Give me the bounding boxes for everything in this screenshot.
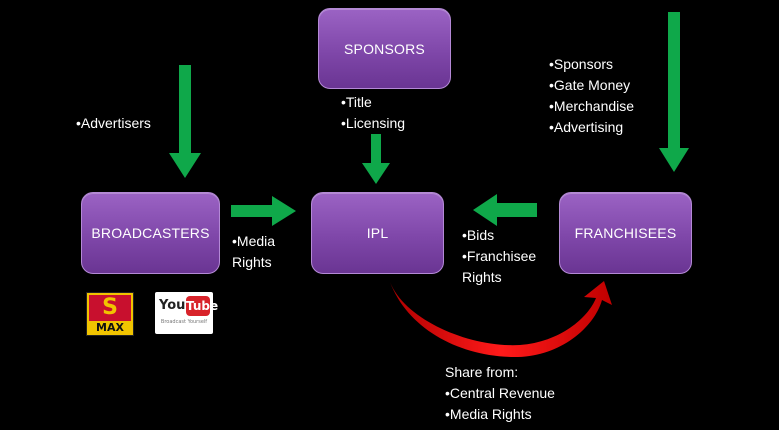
share-from-line: Share from: xyxy=(445,364,519,380)
bids-label: •Bids •Franchisee Rights xyxy=(462,225,536,288)
broadcasters-label: BROADCASTERS xyxy=(91,225,210,241)
sony-max-mark: S xyxy=(89,295,131,321)
share-label: Share from: •Central Revenue •Media Righ… xyxy=(445,362,555,425)
sponsors-line: •Sponsors xyxy=(549,56,614,72)
title-licensing-label: •Title •Licensing xyxy=(341,92,405,134)
youtube-logo: You Tube Broadcast Yourself xyxy=(155,292,218,334)
rights-line: Rights xyxy=(232,254,272,270)
gate-money-line: •Gate Money xyxy=(549,77,631,93)
franchisees-node: FRANCHISEES xyxy=(559,192,692,274)
franchise-revenue-label: •Sponsors •Gate Money •Merchandise •Adve… xyxy=(549,54,634,138)
advertising-line: •Advertising xyxy=(549,119,624,135)
youtube-tagline: Broadcast Yourself xyxy=(160,319,208,325)
title-line: •Title xyxy=(341,94,372,110)
advertisers-line: •Advertisers xyxy=(76,115,151,131)
ipl-node: IPL xyxy=(311,192,444,274)
arrow-sponsors-to-ipl xyxy=(362,134,390,184)
media-line: •Media xyxy=(232,233,276,249)
media-rights-label: •Media Rights xyxy=(232,231,275,273)
sony-max-logo: S MAX xyxy=(86,292,134,336)
bids-line: •Bids xyxy=(462,227,495,243)
arrow-ipl-share-to-franchisees xyxy=(390,281,612,358)
sponsors-node: SPONSORS xyxy=(318,8,451,89)
advertisers-label: •Advertisers xyxy=(76,113,151,134)
licensing-line: •Licensing xyxy=(341,115,406,131)
sony-max-text: MAX xyxy=(96,321,124,334)
youtube-tube-text: Tube xyxy=(186,296,218,316)
franchisee-line: •Franchisee xyxy=(462,248,537,264)
ipl-label: IPL xyxy=(366,225,389,241)
central-revenue-line: •Central Revenue xyxy=(445,385,555,401)
arrow-franchisees-to-ipl xyxy=(473,194,537,226)
franchisees-label: FRANCHISEES xyxy=(574,225,677,241)
arrow-broadcasters-to-ipl xyxy=(231,196,296,226)
arrow-revenue-to-franchisees xyxy=(659,12,689,172)
sponsors-label: SPONSORS xyxy=(344,40,425,57)
franchisee-rights-line: Rights xyxy=(462,269,502,285)
youtube-you-text: You xyxy=(159,298,186,313)
arrow-advertisers-to-broadcasters xyxy=(169,65,201,178)
share-media-rights-line: •Media Rights xyxy=(445,406,532,422)
merchandise-line: •Merchandise xyxy=(549,98,635,114)
broadcasters-node: BROADCASTERS xyxy=(81,192,220,274)
